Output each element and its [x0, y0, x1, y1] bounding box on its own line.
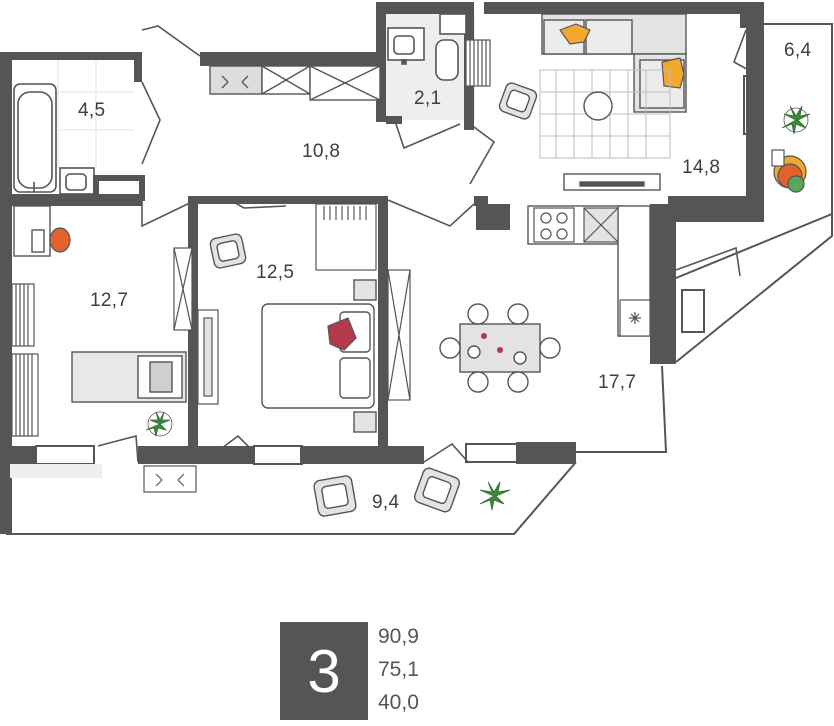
cabinet-kitchen — [387, 269, 411, 401]
armchair-balcony-2 — [413, 467, 461, 513]
dining-set — [439, 303, 561, 393]
bathroom-tiles — [57, 60, 134, 168]
plant-icon-left-bedroom — [145, 411, 173, 437]
plant-icon-balcony-bottom — [479, 481, 511, 511]
room-area-living: 14,8 — [682, 157, 721, 178]
balcony-cabinet — [143, 465, 197, 493]
area-summary: 90,9 75,1 40,0 — [378, 620, 419, 719]
bathtub — [13, 83, 57, 193]
bed-middle — [261, 279, 377, 433]
desk-middle-bedroom — [197, 309, 219, 405]
room-area-balcony-right: 6,4 — [784, 40, 812, 61]
walk-in-wardrobe — [315, 203, 377, 271]
room-area-bedroom-left: 12,7 — [90, 290, 129, 311]
doors — [97, 25, 753, 463]
tv-stand — [563, 173, 661, 191]
wc-fixtures — [387, 13, 467, 81]
balcony-table-right — [771, 149, 807, 193]
sofa-cushions — [559, 23, 685, 89]
room-area-kitchen: 17,7 — [598, 372, 637, 393]
stove — [533, 207, 575, 243]
kitchen-sink — [583, 207, 619, 243]
wardrobe-left — [11, 283, 39, 437]
armchair-middle-bedroom — [209, 233, 247, 269]
fridge — [619, 299, 651, 337]
bathroom-sink — [59, 167, 95, 195]
total-area: 90,9 — [378, 625, 419, 648]
room-area-balcony-bottom: 9,4 — [372, 492, 400, 513]
corridor-wardrobe — [209, 65, 381, 101]
towel-radiator — [465, 39, 491, 87]
plant-icon-balcony-right — [781, 105, 811, 135]
living-area: 75,1 — [378, 658, 419, 681]
outlines — [6, 23, 833, 535]
bed-left — [71, 351, 187, 403]
walls — [0, 2, 764, 534]
room-count-badge: 3 — [280, 622, 368, 720]
pillow-accent — [327, 317, 357, 351]
armchair-balcony-1 — [313, 475, 357, 517]
room-area-bathroom: 4,5 — [78, 100, 106, 121]
armchair-living — [498, 82, 538, 120]
floor-plan — [0, 2, 833, 535]
desk-left — [13, 205, 51, 257]
coffee-table — [583, 91, 613, 121]
room-area-bedroom-middle: 12,5 — [256, 262, 295, 283]
room-area-wc: 2,1 — [414, 88, 442, 109]
desk-chair-left — [49, 227, 71, 253]
room-area-corridor: 10,8 — [302, 141, 341, 162]
cabinet-left — [173, 247, 193, 331]
third-area: 40,0 — [378, 691, 419, 714]
